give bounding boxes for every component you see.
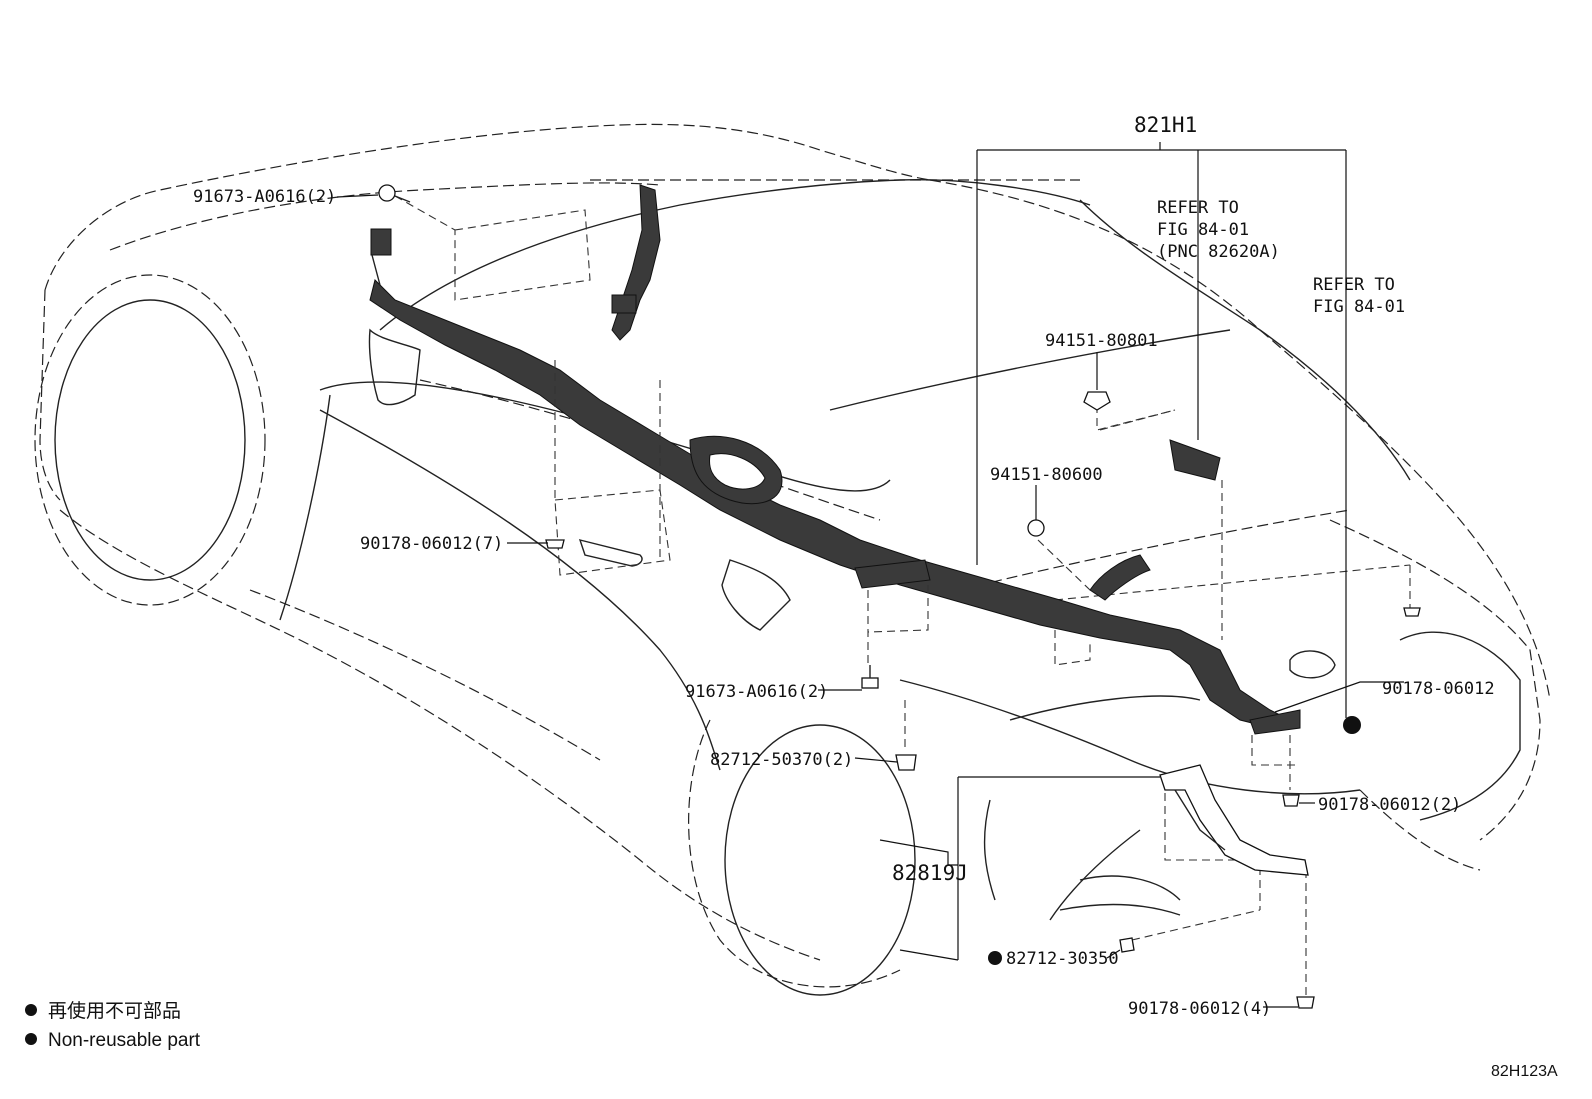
legend-bullet-icon	[25, 1033, 37, 1045]
label-refer-a-line1: REFER TO	[1157, 198, 1239, 218]
bracket-82819J	[1159, 764, 1309, 876]
label-821H1[interactable]: 821H1	[1134, 113, 1197, 137]
clip-icon	[1403, 607, 1421, 617]
label-refer-b-line1: REFER TO	[1313, 275, 1395, 295]
nut-icon	[1027, 519, 1045, 537]
label-90178-06012-2[interactable]: 90178-06012(2)	[1318, 795, 1461, 815]
label-82712-30350[interactable]: 82712-30350	[1006, 949, 1119, 969]
label-refer-a-line2[interactable]: FIG 84-01	[1157, 220, 1249, 240]
clip-icon	[1119, 937, 1135, 953]
legend-japanese: 再使用不可部品	[48, 1000, 181, 1022]
bolt-icon	[861, 665, 879, 689]
clip-icon	[895, 754, 917, 771]
label-90178-06012[interactable]: 90178-06012	[1382, 679, 1495, 699]
label-refer-b-line2[interactable]: FIG 84-01	[1313, 297, 1405, 317]
clip-icon	[545, 539, 565, 549]
label-82712-50370[interactable]: 82712-50370(2)	[710, 750, 853, 770]
label-82819J[interactable]: 82819J	[892, 861, 968, 885]
inset-detail-lines	[983, 799, 1181, 921]
wire-harness	[369, 184, 1301, 735]
nut-icon	[1083, 391, 1111, 411]
alignment-lines	[394, 195, 1411, 995]
label-90178-06012-7[interactable]: 90178-06012(7)	[360, 534, 503, 554]
legend: 再使用不可部品 Non-reusable part	[25, 1000, 201, 1051]
label-91673-A0616-mid[interactable]: 91673-A0616(2)	[685, 682, 828, 702]
non-reusable-bullet-icon	[988, 951, 1002, 965]
clip-icon	[1282, 794, 1300, 807]
legend-english: Non-reusable part	[48, 1030, 201, 1051]
legend-bullet-icon	[25, 1004, 37, 1016]
bolt-icon	[378, 184, 411, 203]
label-94151-80801[interactable]: 94151-80801	[1045, 331, 1158, 351]
diagram-id: 82H123A	[1491, 1063, 1558, 1080]
car-body-outline	[34, 123, 1551, 996]
grommet-icon	[1343, 716, 1361, 734]
label-90178-06012-4[interactable]: 90178-06012(4)	[1128, 999, 1271, 1019]
label-94151-80600[interactable]: 94151-80600	[990, 465, 1103, 485]
label-refer-a-line3[interactable]: (PNC 82620A)	[1157, 242, 1280, 262]
label-91673-A0616-top[interactable]: 91673-A0616(2)	[193, 187, 336, 207]
leader-lines	[336, 142, 1404, 1008]
clip-icon	[1296, 996, 1315, 1009]
